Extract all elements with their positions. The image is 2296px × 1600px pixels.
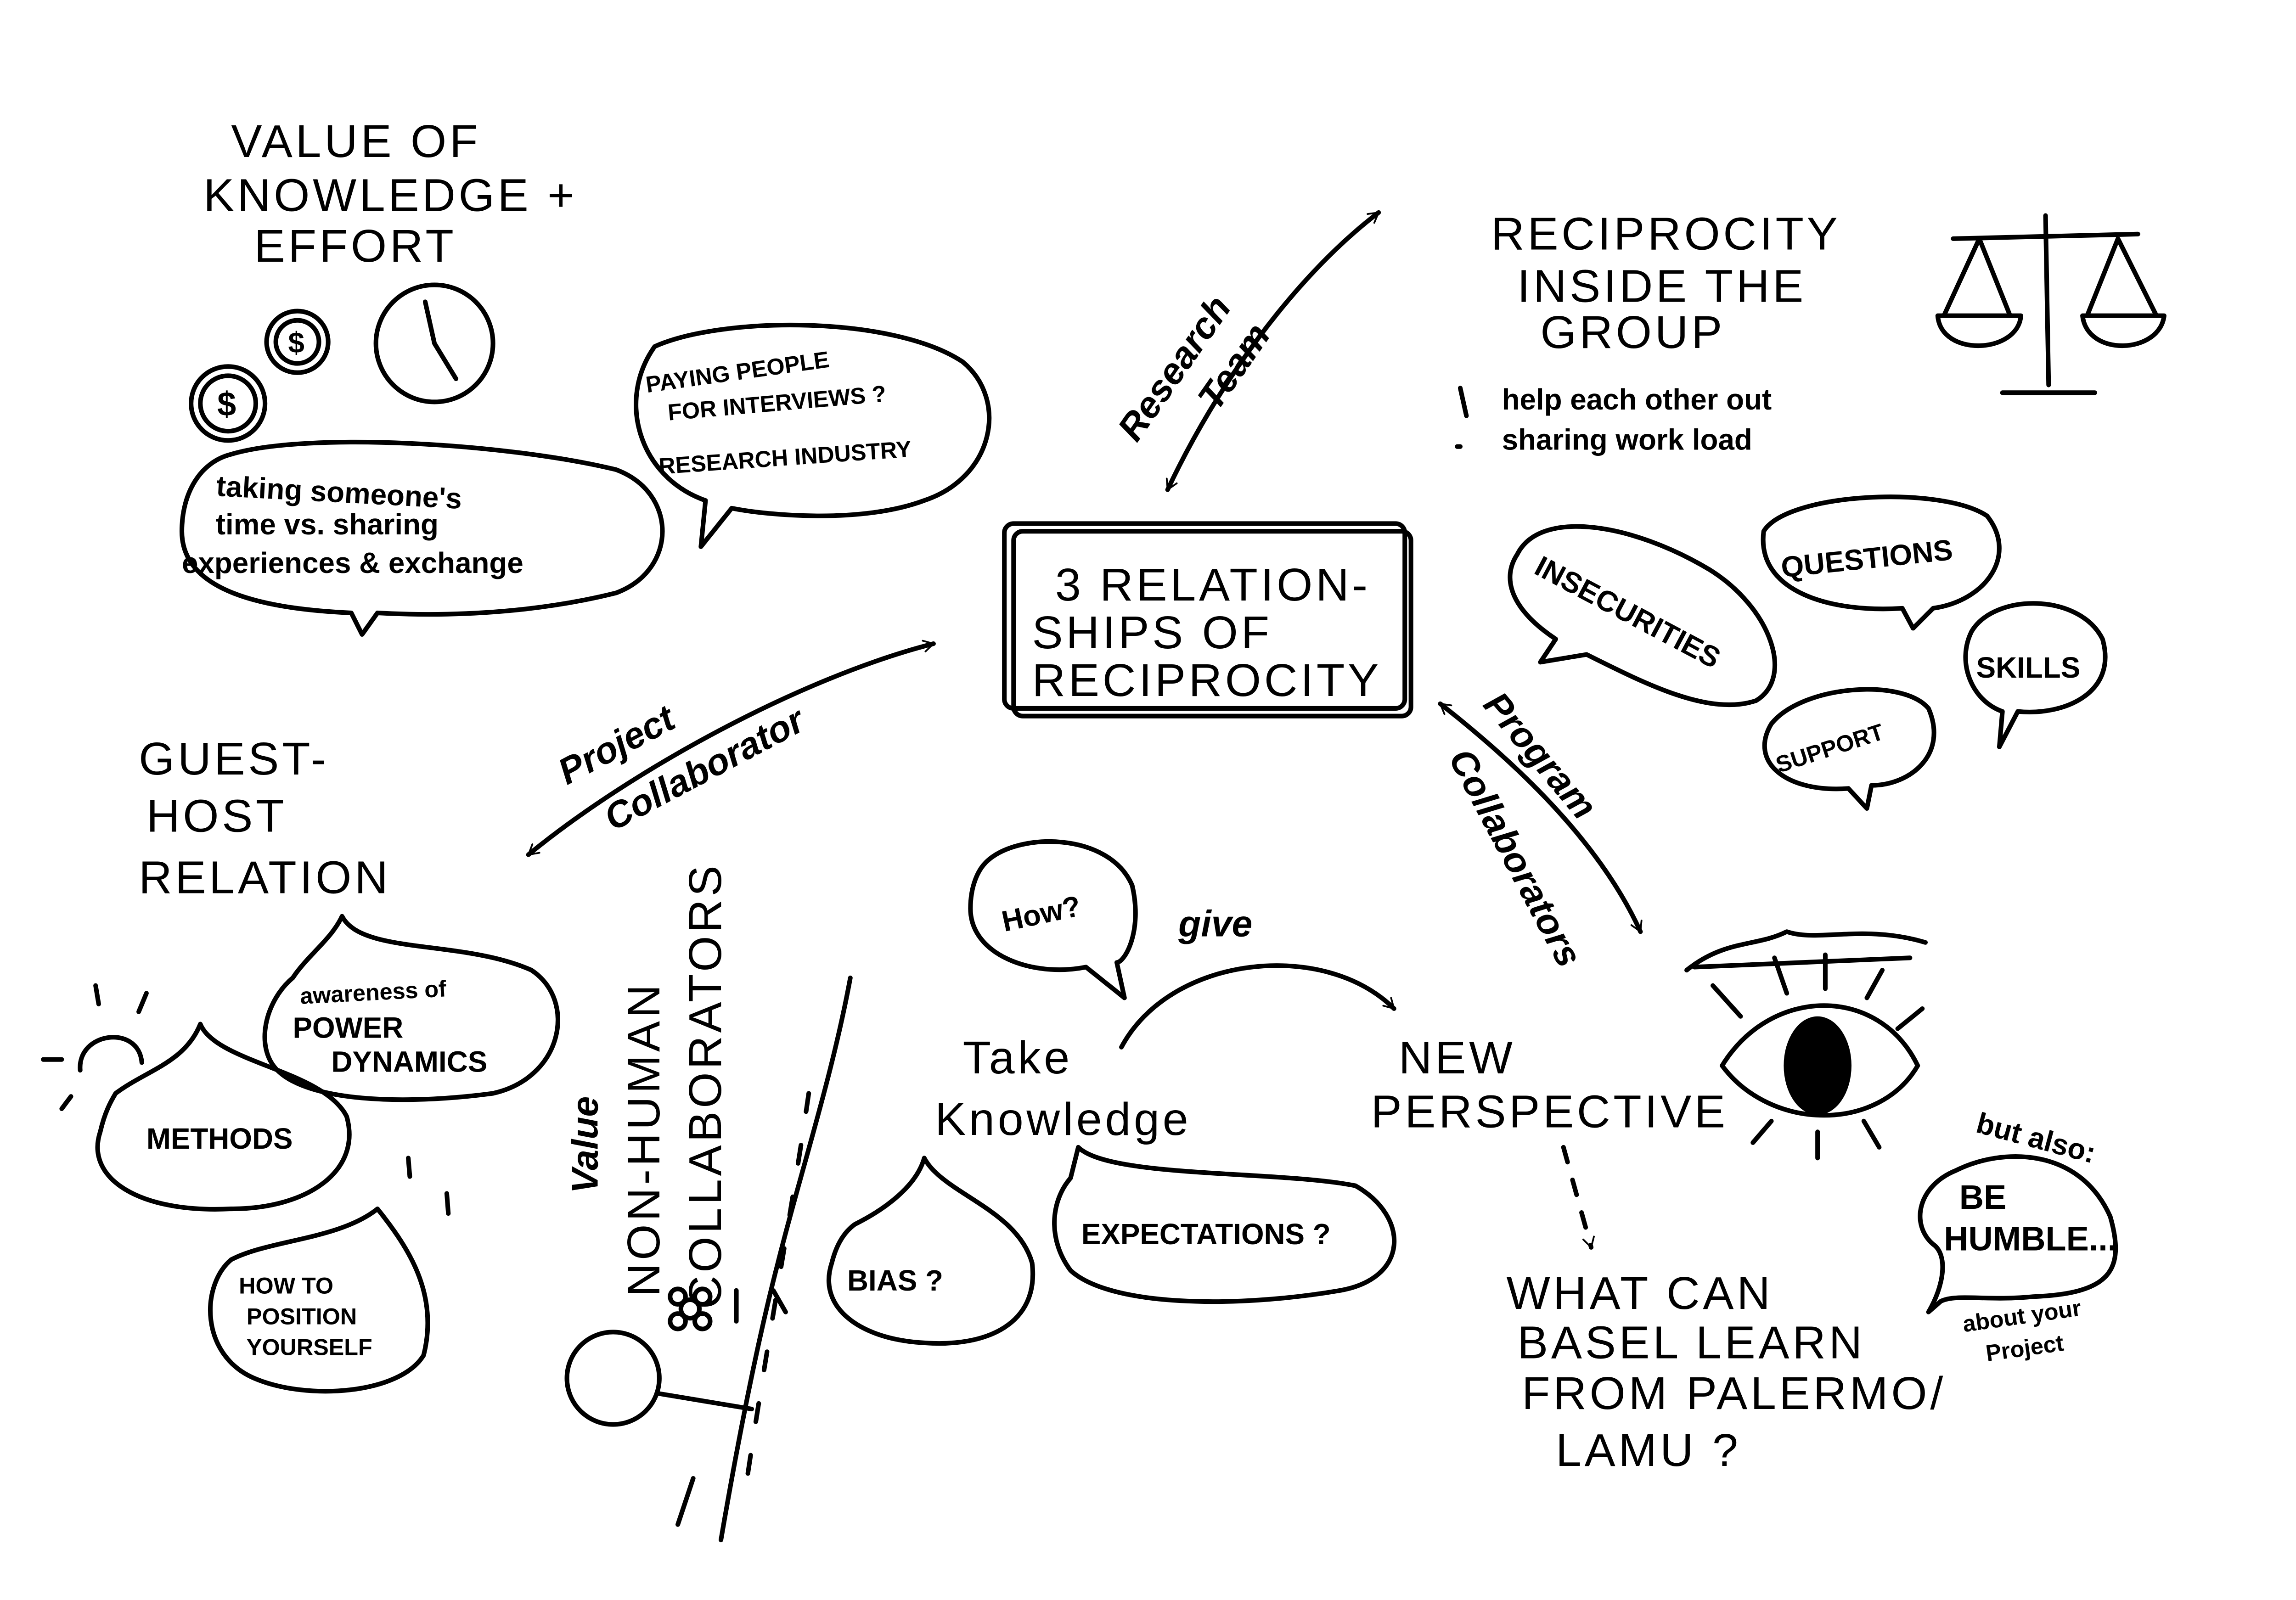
bubble-text: How? [999,889,1084,938]
expectations-bubble: EXPECTATIONS ? [1052,1145,1397,1304]
river-icon [675,975,853,1543]
methods-bubble: METHODS [95,1022,352,1212]
give-label: give [1178,903,1252,944]
new-label: NEW [1399,1032,1516,1084]
vertical-heading: NON-HUMAN [618,982,670,1297]
center-text: SHIPS OF [1032,607,1272,658]
heading-line: VALUE OF [231,116,481,167]
heading-line: GUEST- [139,733,329,785]
drop-icon [406,1156,451,1216]
skills-bubble: SKILLS [1963,601,2108,749]
question-line: BASEL LEARN [1517,1317,1865,1368]
paying-people-bubble: PAYING PEOPLE FOR INTERVIEWS ? RESEARCH … [634,322,991,549]
bubble-text: METHODS [146,1122,293,1155]
how-bubble: How? [968,839,1138,1000]
be-humble-bubble: BE HUMBLE... [1918,1154,2118,1314]
bubble-text: BE [1959,1178,2007,1216]
bubble-text: EXPECTATIONS ? [1081,1218,1331,1251]
coin-icon: $ [189,364,268,443]
dashed-down-arrow [1561,1145,1595,1250]
research-team-arrow: Research Team [1110,210,1381,492]
heading-line: KNOWLEDGE + [203,170,578,221]
vertical-heading: COLLABORATORS [680,863,731,1309]
bias-bubble: BIAS ? [827,1156,1035,1346]
bubble-text: SKILLS [1976,651,2081,684]
heading-line: HOST [146,790,287,842]
flower-icon [668,1286,788,1331]
bubble-text: POWER [293,1011,404,1044]
non-human-collaborators-label: Value NON-HUMAN COLLABORATORS [565,863,731,1309]
knowledge-label: Knowledge [935,1094,1191,1145]
bubble-text: RESEARCH INDUSTRY [658,436,912,479]
bubble-text: BIAS ? [847,1264,943,1297]
bubble-text: DYNAMICS [331,1045,487,1078]
questions-bubble: QUESTIONS [1761,494,2002,631]
reciprocity-inside-group-heading: RECIPROCITY INSIDE THE GROUP help each o… [1455,208,1840,456]
magnifier-icon [564,1330,754,1427]
central-topic-box: 3 RELATION- SHIPS OF RECIPROCITY [1002,521,1413,719]
bubble-text: POSITION [247,1303,357,1330]
svg-text:$: $ [217,385,236,423]
bubble-text: awareness of [299,975,447,1009]
perspective-label: PERSPECTIVE [1371,1086,1728,1137]
bullet-item: sharing work load [1502,423,1752,456]
bubble-text: HUMBLE... [1944,1220,2117,1258]
sun-icon [41,983,149,1112]
project-collaborator-arrow: Project Collaborator [526,640,936,857]
about-your-label: about your [1961,1295,2082,1337]
program-collaborators-arrow: Program Collaborators [1438,684,1643,974]
bubble-text: INSECURITIES [1530,550,1726,675]
heading-line: EFFORT [254,220,457,272]
how-to-position-bubble: HOW TO POSITION YOURSELF [208,1207,430,1394]
heading-line: INSIDE THE [1517,260,1806,312]
question-line: FROM PALERMO/ [1522,1368,1946,1419]
taking-time-bubble: taking someone's time vs. sharing experi… [179,439,665,637]
bubble-text: experiences & exchange [182,546,523,579]
bubble-text: QUESTIONS [1779,533,1954,584]
center-text: RECIPROCITY [1032,655,1382,706]
awareness-bubble: awareness of POWER DYNAMICS [262,914,560,1102]
heading-line: GROUP [1540,307,1725,358]
center-text: 3 RELATION- [1055,559,1371,611]
bullet-item: help each other out [1502,383,1772,416]
heading-line: RELATION [139,852,391,903]
clock-icon [373,282,495,404]
bubble-text: time vs. sharing [216,508,439,541]
guest-host-heading: GUEST- HOST RELATION [139,733,391,903]
insecurities-bubble: INSECURITIES [1508,524,1778,707]
take-label: Take [963,1032,1073,1084]
value-of-knowledge-heading: VALUE OF KNOWLEDGE + EFFORT [203,116,578,272]
eye-icon [1684,929,1928,1161]
what-can-basel-learn: WHAT CAN BASEL LEARN FROM PALERMO/ LAMU … [1507,1268,1946,1476]
balance-scale-icon [1935,213,2167,395]
bubble-text: YOURSELF [247,1334,372,1360]
svg-text:$: $ [288,326,304,359]
bubble-text: HOW TO [239,1273,333,1299]
heading-line: RECIPROCITY [1491,208,1840,259]
project-label: Project [1984,1330,2065,1366]
question-line: WHAT CAN [1507,1268,1773,1319]
support-bubble: SUPPORT [1762,687,1936,811]
bubble-text: SUPPORT [1773,719,1887,778]
coin-icon: $ [264,309,331,375]
question-line: LAMU ? [1556,1425,1741,1476]
value-label: Value [565,1096,606,1194]
give-arrow [1119,963,1396,1050]
